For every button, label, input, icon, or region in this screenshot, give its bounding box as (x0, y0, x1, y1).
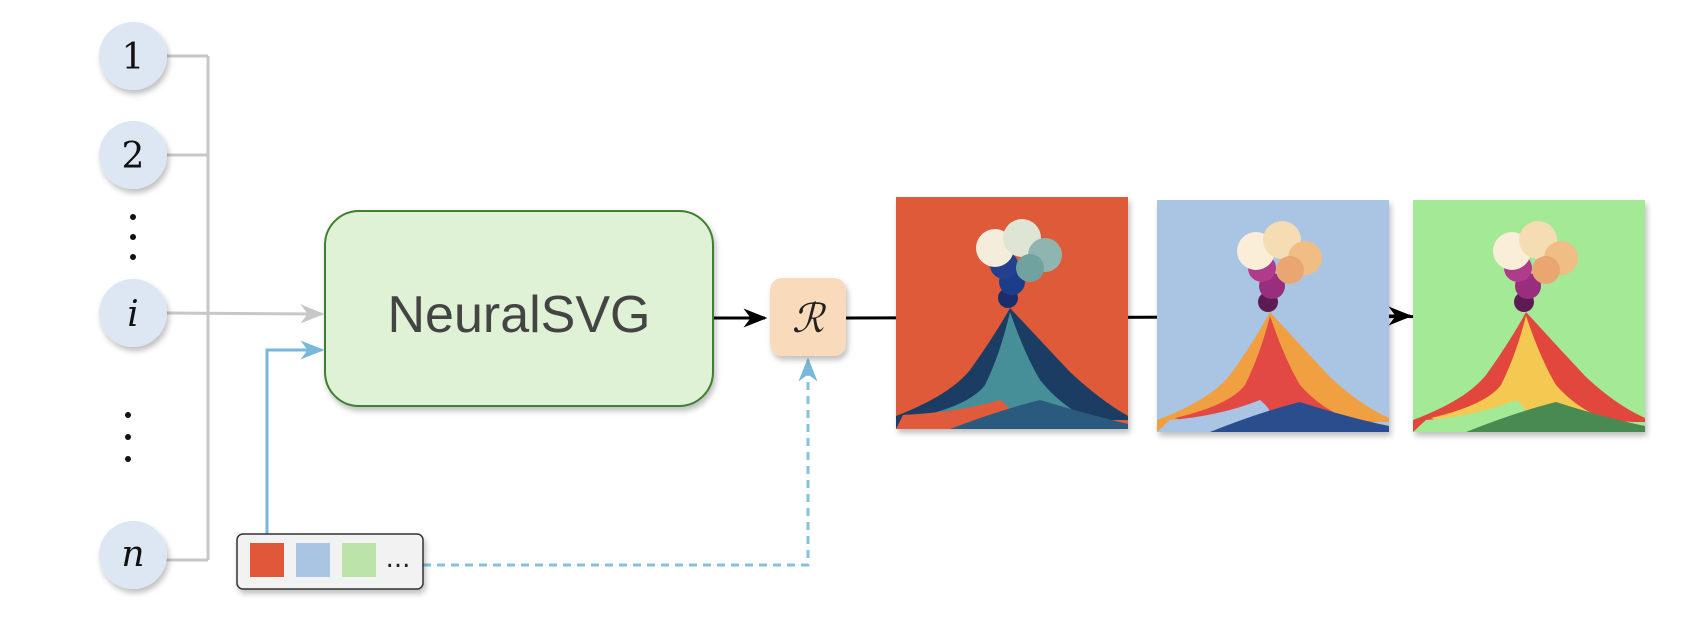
node-2: 2 (99, 121, 167, 189)
palette-swatch-green (342, 543, 376, 577)
palette-ellipsis: ... (386, 544, 411, 574)
node-1-label: 1 (122, 37, 145, 78)
volcano-blue-icon (1157, 221, 1389, 432)
vertical-ellipsis-upper (130, 214, 136, 260)
palette-to-model-arrow (265, 340, 325, 535)
node-n-label: n (121, 534, 144, 575)
output-image-green (1413, 200, 1645, 432)
neuralsvg-model: NeuralSVG (324, 210, 714, 407)
vertical-ellipsis-lower (125, 412, 131, 462)
output-image-blue (1157, 200, 1389, 432)
output-image-red (896, 197, 1128, 429)
node-n: n (99, 521, 167, 589)
node-1: 1 (99, 22, 167, 90)
renderer: ℛ (770, 278, 846, 356)
palette-to-renderer-arrow (423, 357, 818, 567)
volcano-red-icon (896, 219, 1128, 429)
color-palette: ... (236, 533, 424, 590)
node-i: i (99, 279, 167, 347)
node-i-label: i (127, 294, 139, 335)
node-2-label: 2 (122, 136, 145, 177)
volcano-green-icon (1413, 221, 1645, 432)
renderer-label: ℛ (792, 296, 827, 342)
model-label: NeuralSVG (388, 286, 651, 344)
node-connectors (165, 54, 325, 562)
palette-swatch-red (250, 543, 284, 577)
palette-swatch-blue (296, 543, 330, 577)
